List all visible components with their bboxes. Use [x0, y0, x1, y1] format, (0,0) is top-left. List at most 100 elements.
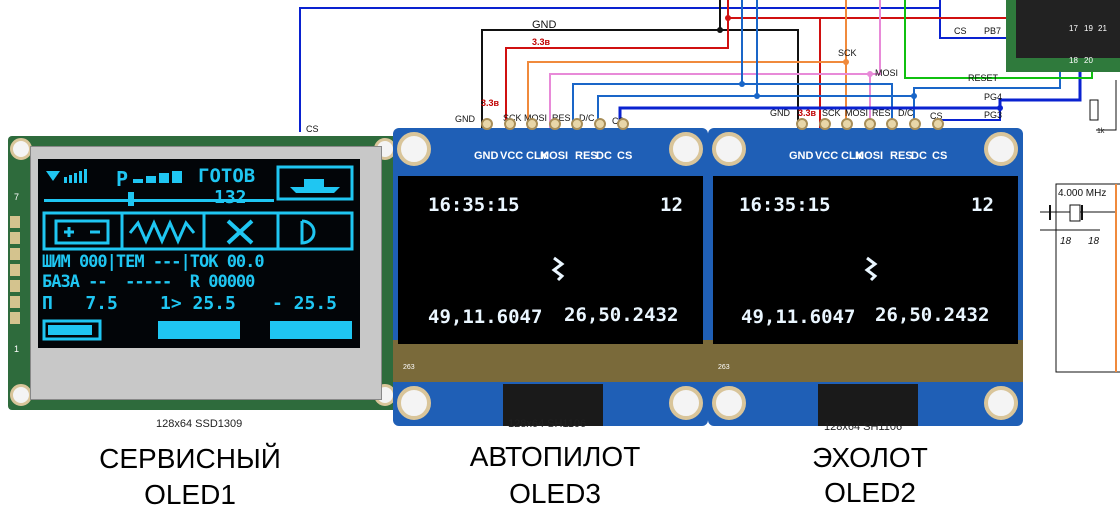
oled2-num: 12: [971, 194, 994, 216]
label-pg4: PG4: [984, 92, 1003, 102]
oled2-pin-gnd: GND: [789, 150, 814, 162]
oled2-pin-vcc: VCC: [815, 150, 839, 162]
mcu-pin-19: 19: [1084, 24, 1093, 33]
mcu-chip: [1016, 0, 1120, 58]
oled1-part: 128x64 SSD1309: [156, 418, 243, 430]
label-dc-oled2: D/C: [898, 108, 914, 118]
oled1-caption-name: СЕРВИСНЫЙ: [99, 443, 281, 474]
label-sck-oled2: SCK: [822, 108, 841, 118]
oled3-caption-name: АВТОПИЛОТ: [469, 441, 641, 472]
oled1-caption-id: OLED1: [144, 479, 236, 510]
mount-hole: [984, 386, 1018, 420]
wire-gnd-oled2: [720, 29, 799, 136]
oled2-small-label: 263: [718, 364, 730, 371]
label-mosi-oled3: MOSI: [524, 113, 548, 123]
oled2-pin-clk: CLK: [841, 150, 864, 162]
oled2-flex-cable: [708, 340, 1023, 382]
oled1-screen: P ГОТОВ 132 ШИМ 000|ТЕМ ---|ТОК 00.0 БАЗ…: [38, 159, 360, 348]
mount-hole: [10, 138, 32, 160]
resistor-label: 1k: [1097, 128, 1105, 135]
label-sck-top: SCK: [838, 48, 857, 58]
oled3-connector: [503, 384, 603, 426]
oled1-p-label: P: [116, 167, 129, 191]
oled2-coord-right: 26,50.2432: [875, 304, 990, 326]
oled2-pin: [886, 118, 898, 130]
label-reset: RESET: [968, 73, 999, 83]
oled2-connector: [818, 384, 918, 426]
resistor-symbol: [1089, 99, 1099, 121]
crystal-symbol: [1069, 204, 1081, 222]
oled3-time: 16:35:15: [428, 194, 520, 216]
pin-mark-1: 1: [14, 344, 20, 354]
wire-dc-oled3: [597, 0, 758, 136]
label-cs-oled1: CS: [306, 124, 319, 134]
oled3-pin-gnd: GND: [474, 150, 499, 162]
wire-mosi-top: [870, 0, 881, 75]
label-res-oled2: RES: [872, 108, 891, 118]
oled3-pin-clk: CLK: [526, 150, 549, 162]
oled2-caption-id: OLED2: [824, 477, 916, 508]
oled3-coord-left: 49,11.6047: [428, 306, 543, 328]
oled3-pin: [617, 118, 629, 130]
oled3-boat-icon: [551, 256, 565, 282]
cap2-label: 18: [1088, 236, 1100, 247]
oled2-pin-res: RES: [890, 150, 913, 162]
label-cs-mcu: CS: [954, 26, 967, 36]
label-pb7: PB7: [984, 26, 1002, 36]
crystal-label: 4.000 MHz: [1058, 188, 1107, 199]
oled2-time: 16:35:15: [739, 194, 831, 216]
oled3-coord-right: 26,50.2432: [564, 304, 679, 326]
wire-gnd: [481, 0, 721, 136]
label-mosi-oled2: MOSI: [845, 108, 869, 118]
oled1-status: ГОТОВ: [198, 165, 256, 187]
wire-mosi-oled3: [549, 73, 870, 136]
wire-sck-oled3: [527, 61, 846, 136]
oled3-pin-dc: DC: [596, 150, 612, 162]
oled2-part: 128x64 SH1106: [824, 421, 903, 433]
oled3-flex-cable: [393, 340, 708, 382]
oled2-caption-name: ЭХОЛОТ: [812, 442, 928, 473]
label-3v3-top: 3.3в: [532, 37, 551, 47]
oled1-row2: БАЗА -- ----- R 00000: [42, 272, 255, 292]
label-3v3-oled3: 3.3в: [481, 98, 500, 108]
label-gnd: GND: [532, 19, 557, 31]
mcu-pin-18: 18: [1069, 56, 1078, 65]
oled3-part: 128x64 SH1106: [508, 418, 587, 430]
wire-vcc-oled3: [505, 0, 729, 136]
oled1-row1: ШИМ 000|ТЕМ ---|ТОК 00.0: [42, 252, 265, 272]
mount-hole: [10, 384, 32, 406]
oled2-pin: [864, 118, 876, 130]
oled3-pin: [526, 118, 538, 130]
oled3-screen: 16:35:15 12 49,11.6047 26,50.2432: [398, 176, 703, 344]
label-cs-oled2: CS: [930, 111, 943, 121]
oled2-pin-dc: DC: [911, 150, 927, 162]
oled3-small-label: 263: [403, 364, 415, 371]
oled2-coord-left: 49,11.6047: [741, 306, 856, 328]
mcu-pin-17: 17: [1069, 24, 1078, 33]
mount-hole: [712, 386, 746, 420]
oled2-pin: [819, 118, 831, 130]
oled3-pin: [594, 118, 606, 130]
oled2-pin: [909, 118, 921, 130]
wire-crystal-b: [1096, 80, 1117, 131]
oled3-pin: [504, 118, 516, 130]
oled3-caption-id: OLED3: [509, 478, 601, 509]
oled2-pin: [841, 118, 853, 130]
label-mosi-top: MOSI: [875, 68, 899, 78]
label-res-oled3: RES: [552, 113, 571, 123]
mount-hole: [397, 132, 431, 166]
oled2-pin: [932, 118, 944, 130]
wire-res-oled3: [572, 0, 743, 136]
mount-hole: [712, 132, 746, 166]
oled2-screen: 16:35:15 12 49,11.6047 26,50.2432: [713, 176, 1018, 344]
oled3-pin: [571, 118, 583, 130]
mount-hole: [669, 132, 703, 166]
oled3-pin-mosi: MOSI: [540, 150, 569, 162]
oled1-row3-left: П 7.5: [42, 293, 118, 314]
oled2-pin: [796, 118, 808, 130]
label-dc-oled3: D/C: [579, 113, 595, 123]
oled3-pin: [481, 118, 493, 130]
oled2-pin-mosi: MOSI: [855, 150, 884, 162]
oled1-row3-mid: 1> 25.5: [160, 293, 236, 314]
cap1-label: 18: [1060, 236, 1072, 247]
